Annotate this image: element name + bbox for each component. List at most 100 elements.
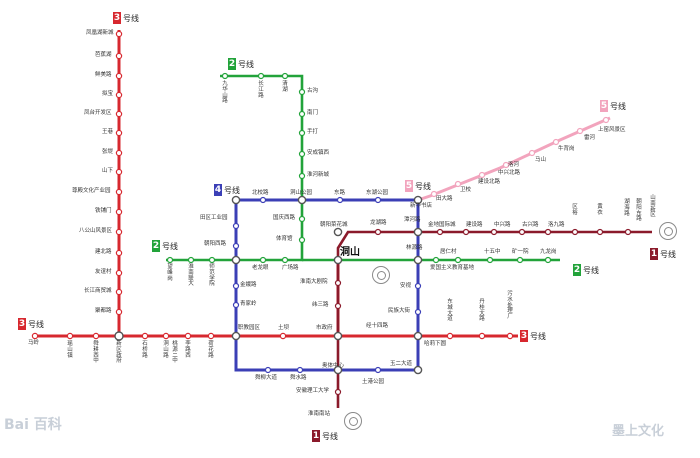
corner-watermark: 墨上文化: [612, 424, 665, 439]
station-label: 舜柳大道: [255, 375, 278, 381]
station-label: 田区工业园: [200, 215, 228, 221]
station-label: 新区政府: [116, 341, 122, 365]
interchange-stations: [231, 195, 423, 375]
station-label: 金娥路: [240, 282, 257, 288]
station-label: 土港公园: [362, 379, 385, 385]
station-label: 友谊村: [95, 269, 112, 275]
baidu-watermark: Bai 百科: [4, 417, 62, 433]
station-label: 爱国主义教育基地: [430, 265, 475, 271]
station-label: 洞山路: [163, 341, 169, 359]
station-label: 矿一院: [512, 249, 529, 255]
station-label: 区裕: [572, 204, 578, 216]
station-label: 田大路: [436, 196, 453, 202]
rail-station-icon: [344, 412, 362, 430]
station-label: 北校路: [252, 190, 269, 196]
station-label: 王巷: [102, 129, 114, 135]
station-label: 建设北路: [478, 179, 501, 185]
station-label: 李路西: [185, 341, 191, 359]
station-label: 牛背岗: [558, 146, 575, 152]
station-label: 尊殿文化产业园: [72, 188, 111, 194]
station-label: 东路: [334, 190, 346, 196]
line-2-route: [166, 74, 304, 262]
station-label: 山下: [102, 168, 114, 174]
station-label: 芭蕉湖: [95, 52, 112, 58]
station-label: 龙湖路: [370, 220, 387, 226]
station-label: 安视: [400, 283, 412, 289]
line-1-stations: [334, 228, 632, 396]
station-label: 体育馆: [276, 236, 293, 242]
hub-dongshan: 洞山: [340, 247, 360, 258]
station-label: 老龙眼: [252, 265, 269, 271]
station-label: 南门: [307, 110, 319, 116]
line-3-stations: [31, 30, 514, 340]
station-label: 湖海路: [624, 199, 630, 217]
station-label: 八公山风景区: [79, 228, 113, 234]
station-label: 东湖公园: [366, 190, 389, 196]
station-label: 中兴北路: [498, 170, 521, 176]
station-label: 哈莉下圆: [424, 341, 447, 347]
station-label: 古兴路: [522, 222, 539, 228]
station-label: 桃源二中: [172, 341, 178, 365]
station-label: 洛九路: [548, 222, 565, 228]
station-label: 舜水路: [290, 375, 307, 381]
station-label: 舜耕西中: [93, 341, 99, 365]
station-label: 职教园区: [238, 325, 261, 331]
station-label: 黄衣: [597, 204, 603, 216]
station-label: 望峰岗: [167, 264, 173, 282]
station-label: 洞山公园: [290, 190, 313, 196]
station-label: 九华山路: [222, 81, 228, 105]
station-label: 马山: [535, 157, 547, 163]
station-label: 拟宝: [102, 91, 114, 97]
station-label: 朝阳东路: [636, 199, 642, 223]
station-label: 朝阳西路: [204, 241, 227, 247]
station-label: 清湖: [282, 81, 288, 93]
station-label: 居仁村: [440, 249, 457, 255]
station-label: 石桥路: [142, 341, 148, 359]
station-label: 新华书店: [410, 203, 433, 209]
station-label: 纬三路: [312, 302, 329, 308]
station-label: 聚都路: [95, 308, 112, 314]
rail-station-icon: [372, 266, 390, 284]
station-label: 九龙岗: [540, 249, 557, 255]
station-label: 淮南联大: [188, 264, 194, 288]
station-label: 雷河: [584, 135, 596, 141]
station-label: 上窑风景区: [598, 127, 626, 133]
line-3-interchange: [114, 331, 124, 341]
station-label: 玉二大道: [390, 361, 413, 367]
station-label: 土坝: [278, 325, 290, 331]
hub-tianjiaan: 潭河路: [404, 217, 421, 223]
station-label: 铁铺门: [95, 208, 112, 214]
station-label: 洛河: [508, 162, 520, 168]
line-1-route: [336, 230, 652, 408]
station-label: 山南新区: [650, 195, 656, 219]
rail-station-icon: [659, 222, 677, 240]
station-label: 安成镇西: [307, 150, 330, 156]
station-label: 安徽理工大学: [296, 388, 330, 394]
station-label: 经十四路: [366, 323, 389, 329]
station-label: 污水处理厂: [507, 291, 513, 321]
station-label: 张堤: [102, 149, 114, 155]
station-label: 广场路: [282, 265, 299, 271]
station-label: 荷花路: [208, 341, 214, 359]
station-label: 鲜美路: [95, 72, 112, 78]
hub-lianghuai: 林源路: [406, 245, 423, 251]
station-label: 凤凰湖新城: [86, 30, 114, 36]
station-label: 东城大道: [447, 299, 453, 323]
station-label: 淮南大剧院: [300, 279, 328, 285]
line-2-stations: [166, 72, 552, 264]
station-label: 中兴路: [494, 222, 511, 228]
station-label: 朝阳菜花城: [320, 222, 348, 228]
station-label: 长江路: [258, 81, 264, 99]
